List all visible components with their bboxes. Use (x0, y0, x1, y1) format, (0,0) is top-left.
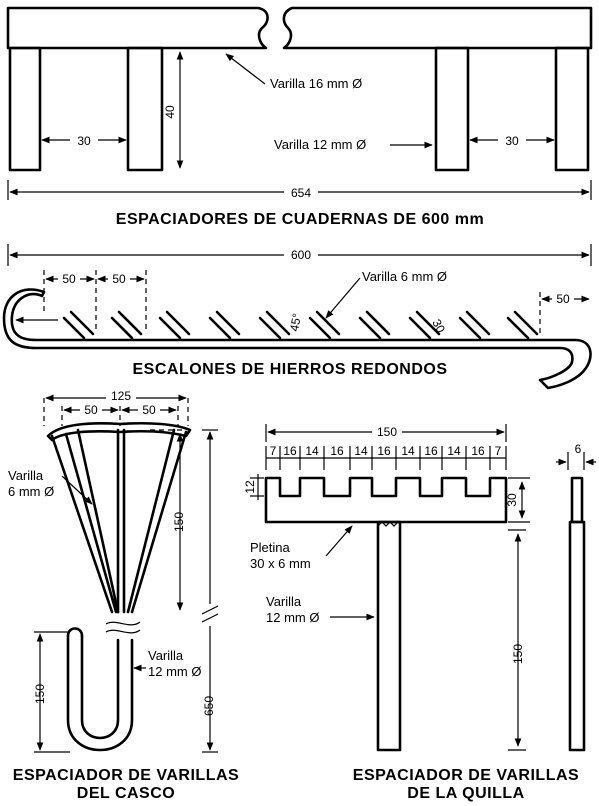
segment-labels: 7 16 14 16 14 16 14 16 14 16 7 (270, 444, 502, 458)
hull-spacer-drawing: 125 50 50 Varilla 6 mm Ø 150 Varilla 12 … (8, 388, 239, 802)
keel-rod12-label-2: 12 mm Ø (266, 610, 319, 625)
dim-gap-left: 30 (77, 134, 91, 148)
side-stem (568, 520, 586, 752)
keel-spacer-drawing: 150 7 16 14 16 14 16 14 16 14 1 (243, 424, 596, 802)
segment-ticks (265, 446, 507, 470)
seg-7: 16 (424, 444, 438, 458)
dim-hook: 150 (33, 684, 47, 704)
hull-spacer-title-2: DEL CASCO (77, 785, 175, 802)
keel-rod12-label-1: Varilla (266, 594, 302, 609)
hook (66, 634, 134, 752)
plate-label-2: 30 x 6 mm (250, 556, 311, 571)
seg-3: 16 (330, 444, 344, 458)
hull-rod6-label-2: 6 mm Ø (8, 484, 54, 499)
side-plate (570, 476, 584, 524)
dim-650: 650 (202, 696, 216, 716)
frame-spacer-drawing: 40 30 30 Varilla 16 mm Ø Varilla 12 mm Ø… (6, 6, 593, 228)
seg-0: 7 (270, 444, 277, 458)
seg-6: 14 (401, 444, 415, 458)
seg-9: 16 (471, 444, 485, 458)
leg-3 (434, 46, 470, 172)
hull-rod6-label-1: Varilla (8, 468, 44, 483)
dim-angle: 45° (287, 312, 304, 332)
dim-end: 50 (556, 292, 570, 306)
rail-bar (2, 288, 592, 390)
rod16-leader (225, 53, 266, 85)
dim-total: 654 (291, 186, 311, 200)
dim-half-right: 50 (142, 403, 156, 417)
dim-600: 600 (291, 248, 311, 262)
dim-fan: 150 (172, 512, 186, 532)
seg-10: 7 (495, 444, 502, 458)
rung-rail-drawing: 600 50 50 45° 30 Var (2, 244, 592, 390)
plate-label-1: Pletina (250, 540, 291, 555)
dim-pitch-1: 50 (62, 272, 76, 286)
dim-stem: 150 (511, 644, 525, 664)
dim-height: 40 (163, 105, 177, 119)
dim-rung: 30 (429, 317, 448, 336)
keel-spacer-title-2: DE LA QUILLA (407, 785, 524, 802)
dim-half-left: 50 (84, 403, 98, 417)
keel-spacer-title-1: ESPACIADOR DE VARILLAS (353, 767, 579, 784)
leg-2 (126, 46, 164, 172)
seg-4: 14 (354, 444, 368, 458)
dim-gap-right: 30 (505, 134, 519, 148)
top-bar-left (6, 6, 269, 50)
dim-125: 125 (111, 389, 131, 403)
rod6-label: Varilla 6 mm Ø (362, 269, 447, 284)
seg-8: 14 (447, 444, 461, 458)
keel-stem (376, 520, 402, 752)
seg-2: 14 (305, 444, 319, 458)
rod16-label: Varilla 16 mm Ø (270, 76, 362, 91)
comb-plate (264, 476, 508, 524)
rungs (62, 310, 539, 340)
dim-notch: 12 (243, 480, 257, 494)
leg-1 (8, 46, 42, 172)
seg-5: 16 (377, 444, 391, 458)
dim-thickness: 6 (575, 442, 582, 456)
hull-rod12-label-1: Varilla (148, 648, 184, 663)
top-bar-right (282, 6, 593, 50)
dim-pitch-2: 50 (112, 272, 126, 286)
rung-rail-title: ESCALONES DE HIERROS REDONDOS (133, 361, 448, 378)
seg-1: 16 (283, 444, 297, 458)
leg-4 (554, 46, 590, 172)
dim-keel-total: 150 (377, 425, 397, 439)
hull-spacer-title-1: ESPACIADOR DE VARILLAS (13, 767, 239, 784)
frame-spacer-title: ESPACIADORES DE CUADERNAS DE 600 mm (116, 211, 484, 228)
dim-plate: 30 (505, 493, 519, 507)
hull-rod12-label-2: 12 mm Ø (148, 664, 201, 679)
rod12-label: Varilla 12 mm Ø (274, 137, 366, 152)
